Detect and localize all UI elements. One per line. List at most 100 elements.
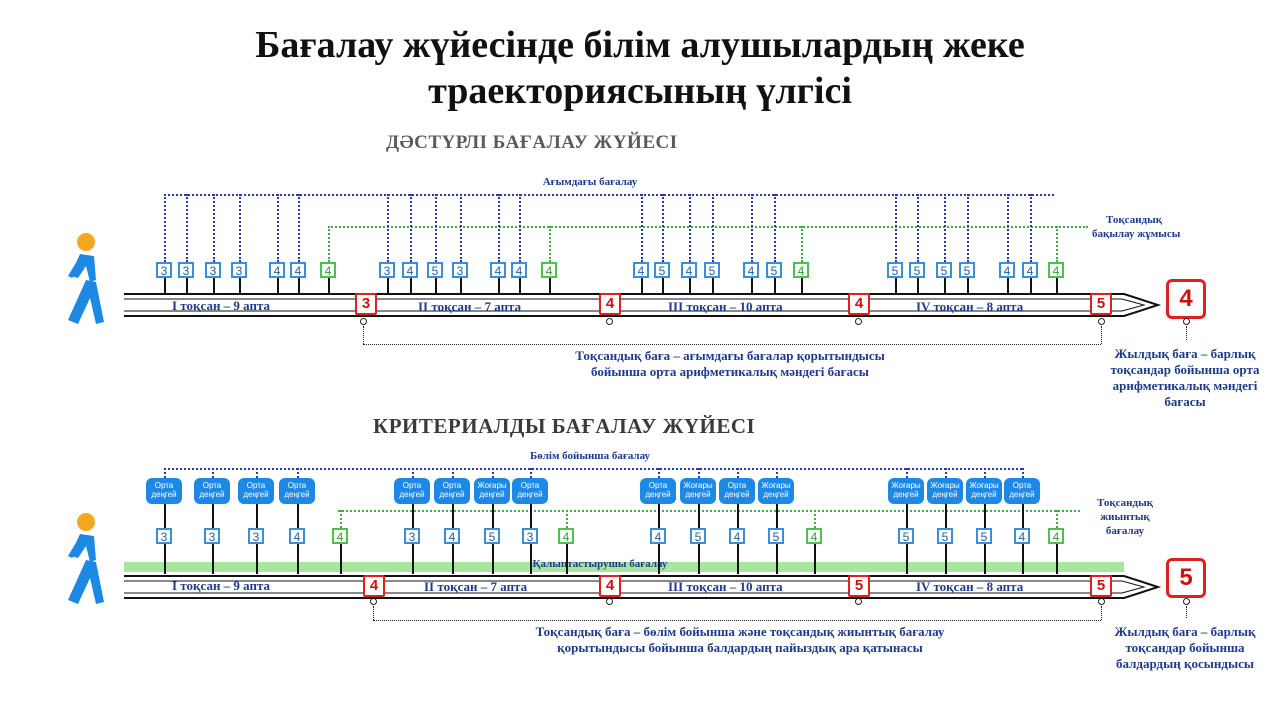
grade-tick xyxy=(698,544,700,574)
current-grade-box: 4 xyxy=(269,262,285,278)
grade-tick xyxy=(641,278,643,294)
grade-connector xyxy=(519,194,521,262)
summative-line: Тоқсандық xyxy=(1096,497,1154,509)
summative-grade-box: 4 xyxy=(332,528,348,544)
control-grade-box: 4 xyxy=(1048,262,1064,278)
grade-tick xyxy=(530,504,532,528)
quarter-grade-box: 5 xyxy=(848,575,870,597)
summative-connector xyxy=(566,510,568,528)
connector-line xyxy=(373,620,1101,621)
level-bubble-text: Жоғары xyxy=(761,481,791,490)
walking-person-icon xyxy=(68,233,104,324)
current-grade-box: 5 xyxy=(909,262,925,278)
section-grade-box: 4 xyxy=(444,528,460,544)
summative-line: бағалау xyxy=(1105,525,1145,537)
level-bubble-text: Орта xyxy=(520,481,540,490)
annual-note-line: тоқсандар бойынша xyxy=(1125,640,1245,655)
grade-tick xyxy=(984,504,986,528)
annual-note-line: балдардың қосындысы xyxy=(1115,656,1255,671)
connector-dot xyxy=(1183,598,1190,605)
grade-connector xyxy=(186,194,188,262)
grade-connector xyxy=(213,194,215,262)
connector-dot xyxy=(855,318,862,325)
grade-tick xyxy=(498,278,500,294)
grade-tick xyxy=(801,278,803,294)
criterial-heading: КРИТЕРИАЛДЫ БАҒАЛАУ ЖҮЙЕСІ xyxy=(373,414,756,438)
grade-tick xyxy=(1007,278,1009,294)
quarter-grade-box: 4 xyxy=(599,293,621,315)
title-line-1: Бағалау жүйесінде білім алушылардың жеке xyxy=(255,24,1025,66)
grade-connector xyxy=(298,194,300,262)
level-bubble-text: деңгей xyxy=(517,490,543,499)
current-grade-box: 4 xyxy=(1022,262,1038,278)
grade-tick xyxy=(164,504,166,528)
grade-tick xyxy=(297,504,299,528)
grade-connector xyxy=(917,194,919,262)
current-grade-box: 4 xyxy=(402,262,418,278)
grade-connector xyxy=(435,194,437,262)
level-bubble-text: деңгей xyxy=(1009,490,1035,499)
grade-tick xyxy=(566,544,568,574)
control-work-line xyxy=(328,226,1088,228)
grade-tick xyxy=(712,278,714,294)
level-bubble-text: деңгей xyxy=(243,490,269,499)
section-grade-box: 3 xyxy=(156,528,172,544)
level-bubble-text: деңгей xyxy=(685,490,711,499)
grade-connector xyxy=(460,194,462,262)
connector-dot xyxy=(606,318,613,325)
grade-connector xyxy=(712,194,714,262)
grade-connector xyxy=(967,194,969,262)
grade-connector xyxy=(662,194,664,262)
connector-dot xyxy=(370,598,377,605)
summative-connector xyxy=(814,510,816,528)
connector-line xyxy=(1186,606,1187,618)
section-grade-box: 4 xyxy=(729,528,745,544)
formative-label: Қалыптастырушы бағалау xyxy=(532,558,668,570)
connector-dot xyxy=(360,318,367,325)
walking-person-icon xyxy=(68,513,104,604)
control-work-label-2: бақылау жұмысы xyxy=(1092,228,1181,240)
quarter-note-1: Тоқсандық баға – ағымдағы бағалар қорыты… xyxy=(575,348,885,363)
section-grade-box: 4 xyxy=(289,528,305,544)
control-connector xyxy=(549,226,551,262)
annual-note-line: бағасы xyxy=(1164,394,1206,409)
section-grade-box: 5 xyxy=(937,528,953,544)
timeline-arrow xyxy=(124,575,1162,599)
grade-tick xyxy=(519,278,521,294)
grade-connector xyxy=(239,194,241,262)
grade-tick xyxy=(984,544,986,574)
grade-connector xyxy=(944,194,946,262)
section-grade-box: 3 xyxy=(404,528,420,544)
grade-tick xyxy=(412,504,414,528)
grade-connector xyxy=(1007,194,1009,262)
current-grade-box: 4 xyxy=(999,262,1015,278)
level-bubble-text: деңгей xyxy=(399,490,425,499)
quarter-grade-box: 4 xyxy=(848,293,870,315)
grade-tick xyxy=(297,544,299,574)
level-bubble-text: Орта xyxy=(287,481,307,490)
level-bubble-text: деңгей xyxy=(199,490,225,499)
level-bubble-text: Жоғары xyxy=(969,481,999,490)
grade-tick xyxy=(435,278,437,294)
section-grade-box: 5 xyxy=(976,528,992,544)
grade-tick xyxy=(814,544,816,574)
quarter-grade-box: 5 xyxy=(1090,575,1112,597)
grade-tick xyxy=(452,504,454,528)
current-grade-box: 5 xyxy=(704,262,720,278)
grade-connector xyxy=(387,194,389,262)
summative-connector xyxy=(340,510,342,528)
current-grade-box: 3 xyxy=(205,262,221,278)
section-grade-box: 3 xyxy=(248,528,264,544)
grade-tick xyxy=(1022,504,1024,528)
grade-tick xyxy=(492,544,494,574)
level-bubble-text: Жоғары xyxy=(930,481,960,490)
grade-tick xyxy=(340,544,342,574)
grade-tick xyxy=(256,544,258,574)
section-assessment-line xyxy=(164,468,1022,470)
